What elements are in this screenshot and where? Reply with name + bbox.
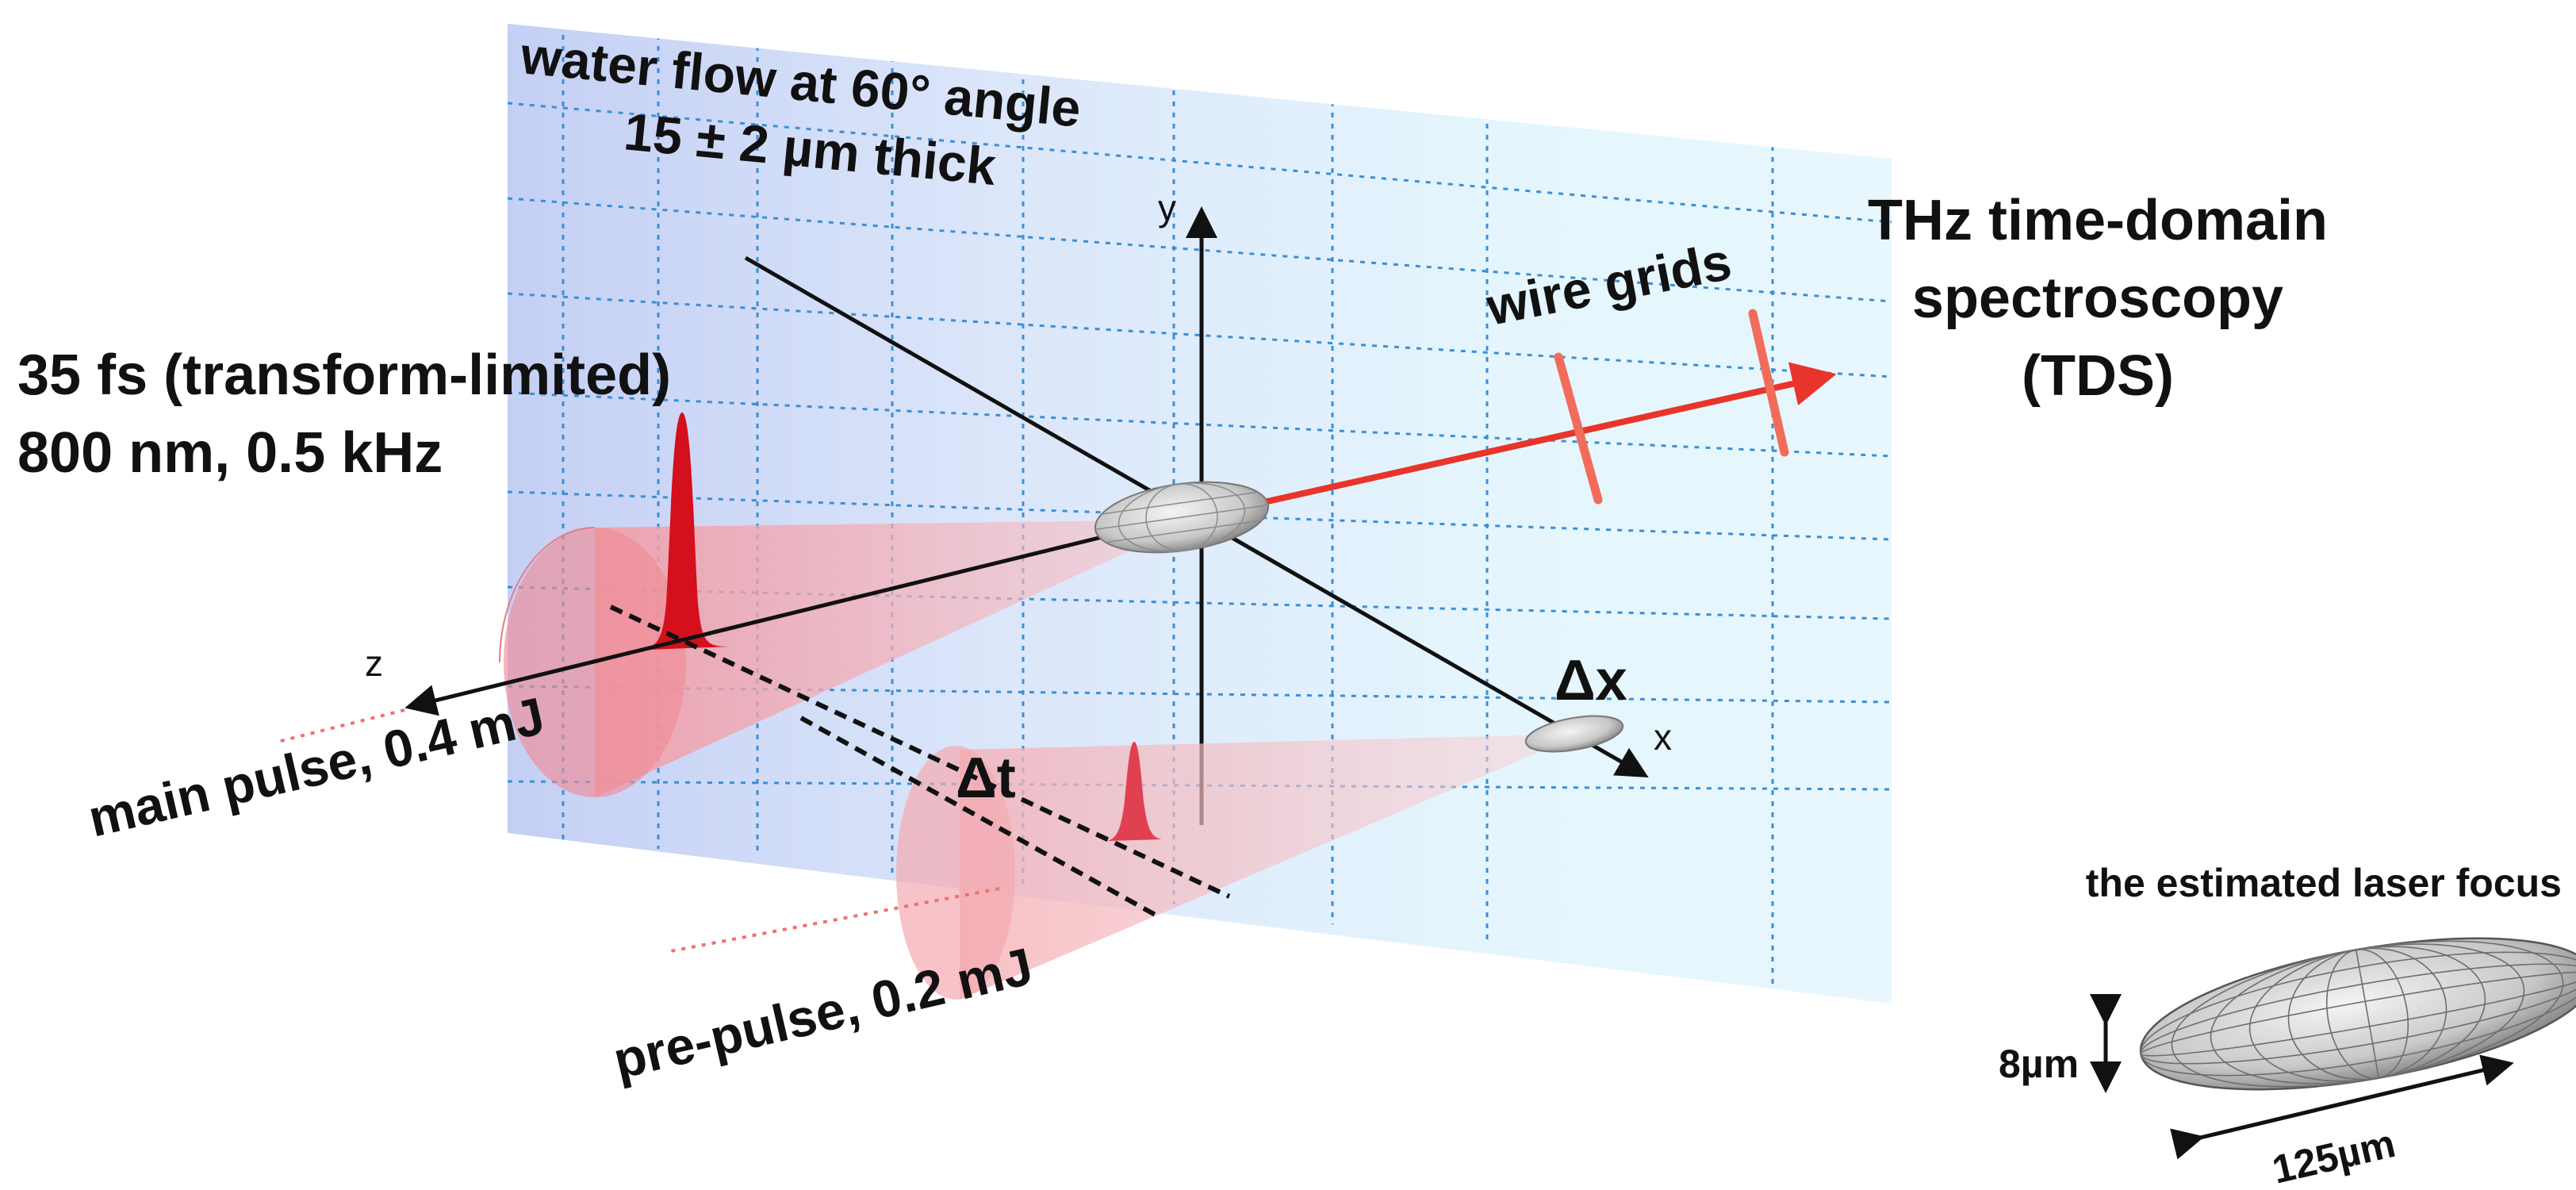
focus-inset-title: the estimated laser focus xyxy=(2086,861,2562,905)
laser-params-label-line2: 800 nm, 0.5 kHz xyxy=(17,421,443,485)
wire-grid-2 xyxy=(1748,309,1789,457)
thz-beam-arrow xyxy=(1221,362,1837,515)
pre-pulse-label: pre-pulse, 0.2 mJ xyxy=(608,936,1038,1089)
delay-lines xyxy=(609,605,1231,919)
focus-inset: the estimated laser focus 8µm 125µm xyxy=(1999,861,2576,1190)
focus-inset-ellipsoid xyxy=(2139,937,2576,1091)
delta-t-label: Δt xyxy=(956,747,1016,810)
z-axis-label: z xyxy=(365,643,383,684)
laser-params-label-line1: 35 fs (transform-limited) xyxy=(17,344,671,407)
main-focus-ellipsoid xyxy=(1094,481,1270,554)
delay-line-pre xyxy=(799,716,1160,919)
focus-length-arrow xyxy=(2170,1054,2514,1160)
pre-focus-ellipsoid xyxy=(1524,715,1624,753)
z-axis-group xyxy=(277,513,1190,954)
wire-grid-1 xyxy=(1554,352,1603,505)
z-axis xyxy=(404,513,1190,716)
thz-beam xyxy=(1221,309,1837,515)
delay-line-main xyxy=(609,605,1231,899)
focus-height-label: 8µm xyxy=(1999,1042,2079,1086)
thz-tds-label-line1: THz time-domain xyxy=(1868,189,2328,252)
main-pulse-dotted-beam xyxy=(277,708,405,743)
main-pulse-shape xyxy=(627,413,730,651)
x-axis-label: x xyxy=(1654,716,1672,758)
y-axis-label: y xyxy=(1158,187,1176,228)
focus-length-label: 125µm xyxy=(2268,1121,2399,1190)
pre-pulse-cone xyxy=(896,734,1582,1000)
main-pulse-label: main pulse, 0.4 mJ xyxy=(83,686,550,848)
pre-pulse-shape xyxy=(1106,742,1162,841)
delta-x-label: Δx xyxy=(1554,649,1627,712)
thz-tds-label-line3: (TDS) xyxy=(2022,344,2174,408)
thz-tds-label-line2: spectroscopy xyxy=(1912,267,2283,330)
